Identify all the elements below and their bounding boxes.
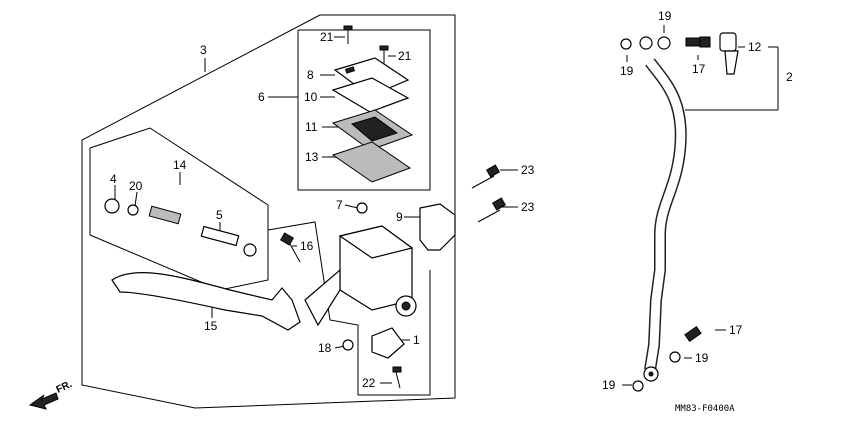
callout-16: 16 (300, 239, 314, 253)
assembly-outline-3 (81, 14, 456, 409)
piston-kit-5 (104, 198, 257, 257)
float-13 (331, 141, 412, 183)
diaphragm-11 (331, 109, 414, 151)
callout-23-upper: 23 (521, 163, 535, 177)
callout-15: 15 (204, 319, 218, 333)
brake-hose-2 (643, 58, 687, 382)
screw-18 (342, 339, 354, 351)
holder-9 (419, 203, 456, 251)
bolt-17 (684, 36, 711, 342)
callout-19-top-left: 19 (620, 64, 634, 78)
callout-17-bottom: 17 (729, 323, 743, 337)
screw-21-upper (343, 25, 353, 44)
switch-1 (371, 327, 405, 359)
set-plate-10 (331, 77, 410, 113)
callout-19-top: 19 (658, 9, 672, 23)
callout-19-bottom-left: 19 (602, 378, 616, 392)
callout-11: 11 (305, 120, 318, 134)
front-direction-label: FR. (55, 379, 74, 396)
diagram-code: MM83-F0400A (675, 404, 735, 414)
callout-19-right: 19 (695, 351, 709, 365)
callout-18: 18 (318, 341, 332, 355)
callout-1: 1 (413, 333, 420, 347)
screw-22 (392, 366, 402, 389)
assembly-outline-14 (89, 127, 269, 291)
callout-17-top: 17 (692, 62, 706, 76)
bolt-23-lower (477, 197, 507, 223)
cap-12 (719, 32, 739, 75)
callout-8: 8 (307, 68, 314, 82)
callout-5: 5 (216, 208, 223, 222)
callout-7: 7 (336, 198, 343, 212)
callout-20: 20 (129, 179, 143, 193)
callout-21-lower: 21 (398, 49, 412, 63)
callout-4: 4 (110, 172, 117, 186)
callout-14: 14 (173, 158, 187, 172)
front-direction-arrow: FR. (28, 379, 74, 410)
assembly-outline-1 (267, 221, 431, 396)
callout-2: 2 (786, 70, 793, 84)
screw-21-lower (379, 45, 389, 64)
callout-13: 13 (305, 150, 319, 164)
callout-9: 9 (396, 210, 403, 224)
clip-7 (356, 202, 368, 214)
callout-21-upper: 21 (320, 30, 334, 44)
callout-22: 22 (362, 376, 376, 390)
pivot-bolt-16 (279, 232, 301, 263)
bolt-23-upper (471, 164, 501, 189)
callout-6: 6 (258, 90, 265, 104)
callout-10: 10 (304, 90, 318, 104)
master-cylinder-body (304, 225, 417, 327)
callout-23-lower: 23 (521, 200, 535, 214)
washer-19 (620, 36, 681, 392)
callout-labels: 3 6 8 10 11 13 21 21 7 9 23 23 14 4 20 5… (110, 9, 793, 392)
assembly-outline-6 (297, 29, 431, 191)
callout-3: 3 (200, 43, 207, 57)
lever-15 (111, 271, 301, 331)
callout-12: 12 (748, 40, 762, 54)
